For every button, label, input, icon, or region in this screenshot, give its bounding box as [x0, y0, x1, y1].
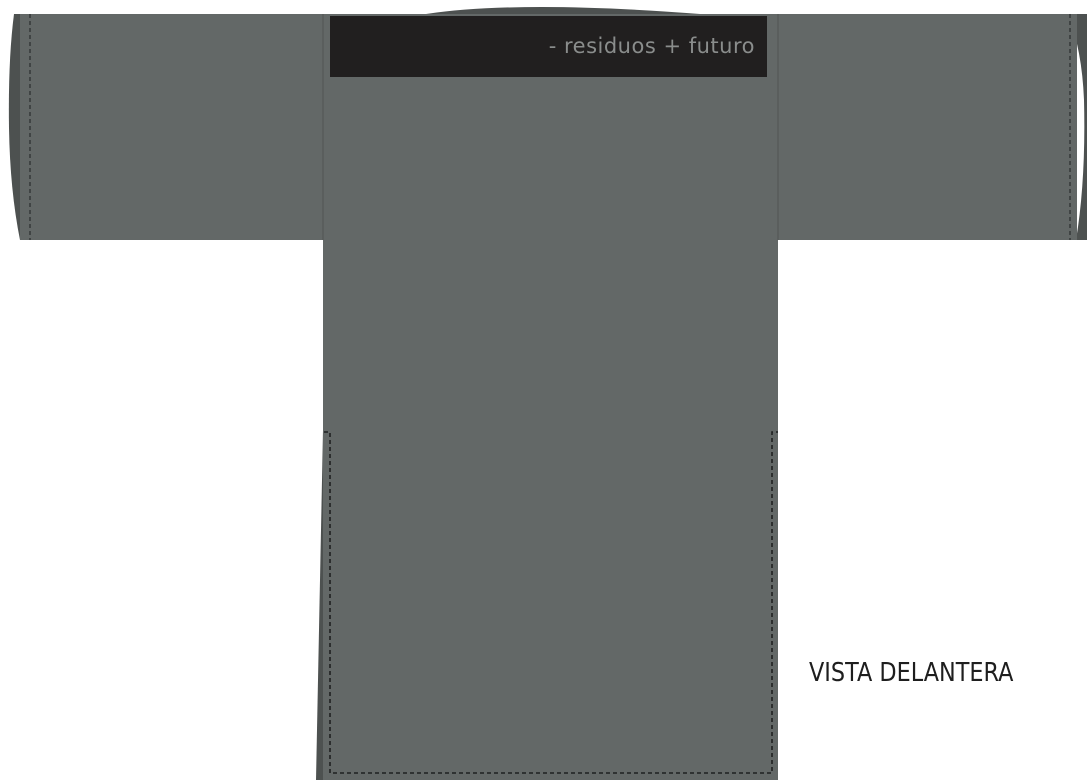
right-sleeve-shadow	[1068, 14, 1087, 240]
left-sleeve	[20, 14, 323, 240]
right-sleeve	[777, 14, 1077, 240]
slogan-text: - residuos + futuro	[548, 34, 755, 58]
slogan-band: - residuos + futuro	[330, 16, 767, 77]
neckline-shadow	[426, 7, 700, 14]
garment-body	[323, 14, 778, 780]
view-label: VISTA DELANTERA	[809, 658, 1014, 688]
lower-panel-stitch	[324, 431, 778, 774]
